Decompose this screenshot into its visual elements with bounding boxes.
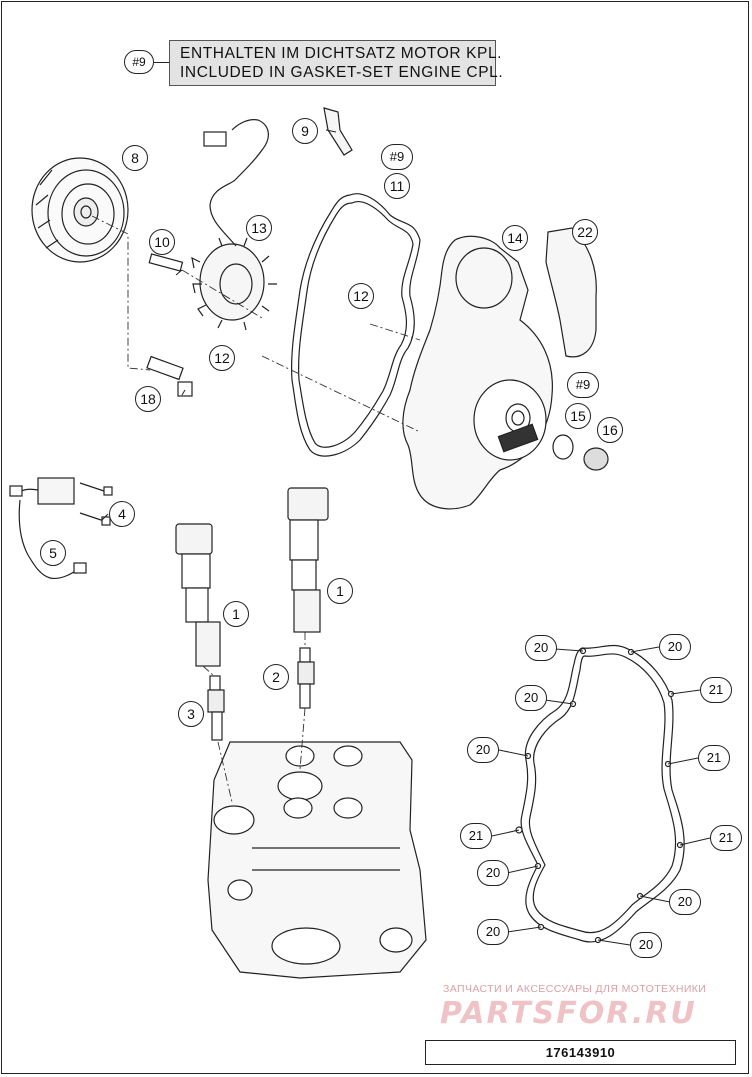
- plug-16: [583, 447, 609, 471]
- ignition-coil-right: [287, 487, 329, 633]
- watermark-logo: PARTSFOR.RU: [440, 996, 697, 1031]
- bolt-10: [148, 253, 184, 272]
- drawing-part-number: 176143910: [425, 1040, 736, 1065]
- callout-4: 4: [109, 501, 135, 527]
- callout-5: 5: [40, 540, 66, 566]
- callout-1-right: 1: [327, 578, 353, 604]
- callout-1-left: 1: [223, 601, 249, 627]
- clip-9: [323, 107, 353, 156]
- callout-21-c: 21: [460, 823, 492, 849]
- callout-12-lower: 12: [209, 345, 235, 371]
- callout-20-b: 20: [659, 634, 691, 660]
- callout-20-g: 20: [477, 919, 509, 945]
- callout-21-d: 21: [710, 825, 742, 851]
- callout-2: 2: [263, 664, 289, 690]
- gasket-set-note: ENTHALTEN IM DICHTSATZ MOTOR KPL. INCLUD…: [169, 40, 504, 86]
- screws-4: [79, 482, 113, 526]
- callout-3: 3: [178, 701, 204, 727]
- callout-14: 14: [502, 225, 528, 251]
- cylinder-head-part: [207, 741, 427, 979]
- o-ring-15: [552, 434, 574, 460]
- callout-16: 16: [597, 417, 623, 443]
- ignition-cover-part: [402, 235, 553, 510]
- bolt-18: [146, 355, 193, 397]
- crankcase-gasket: [520, 644, 685, 943]
- callout-9-ref-lower: #9: [567, 372, 599, 398]
- callout-20-c: 20: [515, 685, 547, 711]
- callout-18: 18: [135, 386, 161, 412]
- callout-22: 22: [572, 219, 598, 245]
- callout-20-a: 20: [525, 635, 557, 661]
- callout-20-f: 20: [669, 889, 701, 915]
- callout-9-ref: #9: [381, 144, 413, 170]
- spark-plug-right: [297, 647, 315, 709]
- callout-12-upper: 12: [348, 283, 374, 309]
- callout-9: 9: [292, 118, 318, 144]
- callout-20-h: 20: [630, 932, 662, 958]
- assembly-lines: [91, 215, 421, 803]
- rotor-part: [31, 157, 129, 263]
- callout-8: 8: [122, 145, 148, 171]
- callout-13: 13: [246, 215, 272, 241]
- note-line-german: ENTHALTEN IM DICHTSATZ MOTOR KPL.: [180, 45, 503, 62]
- callout-11: 11: [384, 173, 410, 199]
- leader-lines: [101, 129, 711, 946]
- callout-21-a: 21: [700, 677, 732, 703]
- gasket-set-tag: #9: [124, 50, 154, 74]
- callout-21-b: 21: [698, 745, 730, 771]
- callout-20-d: 20: [467, 737, 499, 763]
- cover-gasket: [291, 193, 421, 457]
- pickup-part: [9, 477, 87, 580]
- callout-15: 15: [565, 403, 591, 429]
- watermark-tagline: ЗАПЧАСТИ И АКСЕССУАРЫ ДЛЯ МОТОТЕХНИКИ: [443, 983, 707, 995]
- callout-10: 10: [149, 229, 175, 255]
- spark-plug-left: [207, 675, 225, 741]
- ignition-coil-left: [175, 523, 221, 667]
- tag-leader-line: [154, 62, 169, 63]
- stator-part: [191, 119, 277, 331]
- bracket-22: [545, 227, 597, 358]
- note-line-english: INCLUDED IN GASKET-SET ENGINE CPL.: [180, 64, 504, 81]
- callout-20-e: 20: [477, 860, 509, 886]
